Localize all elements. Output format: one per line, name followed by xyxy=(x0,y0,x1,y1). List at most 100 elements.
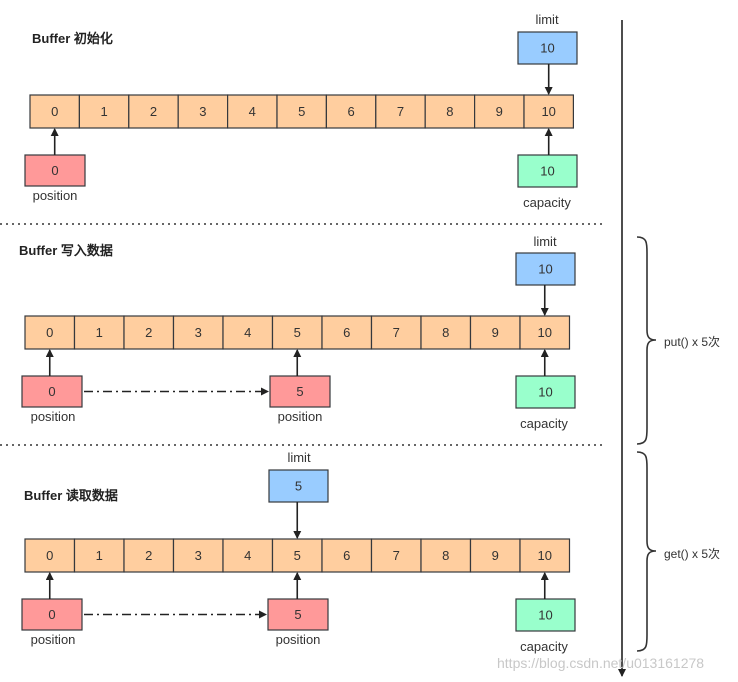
section-3-cell-6-value: 6 xyxy=(343,548,350,563)
section-2-position-start-box xyxy=(21,375,83,408)
section-3-cell-2 xyxy=(123,538,175,573)
section-2-title: Buffer 写入数据 xyxy=(19,243,113,258)
section-1-cell-2-value: 2 xyxy=(150,104,157,119)
section-1-cell-10 xyxy=(523,94,575,129)
section-3-cell-9-value: 9 xyxy=(492,548,499,563)
section-2-position-end-label: position xyxy=(277,409,323,424)
section-3-cell-1-value: 1 xyxy=(96,548,103,563)
get-brace xyxy=(636,451,657,652)
section-1-cell-10-value: 10 xyxy=(541,104,555,119)
section-1-limit-label: limit xyxy=(535,12,559,27)
section-1-cell-3-value: 3 xyxy=(199,104,206,119)
section-3-capacity-label: capacity xyxy=(520,639,568,654)
section-3-position-end-label: position xyxy=(275,632,321,647)
section-1-cell-4-value: 4 xyxy=(249,104,256,119)
section-2-cell-2 xyxy=(123,315,175,350)
section-3-cell-8 xyxy=(420,538,472,573)
section-1-cell-8-value: 8 xyxy=(446,104,453,119)
section-2-limit-box-value: 10 xyxy=(538,262,552,277)
section-2-cell-5-value: 5 xyxy=(294,325,301,340)
section-1-capacity-box-value: 10 xyxy=(540,164,554,179)
section-3-cell-3-value: 3 xyxy=(195,548,202,563)
put-brace xyxy=(636,236,657,445)
section-2-cell-6-value: 6 xyxy=(343,325,350,340)
section-3-cell-7-value: 7 xyxy=(393,548,400,563)
section-2-cell-2-value: 2 xyxy=(145,325,152,340)
section-2-cell-9 xyxy=(469,315,521,350)
section-1-limit-box xyxy=(517,31,578,65)
section-2-cell-8-value: 8 xyxy=(442,325,449,340)
section-3-limit-box-value: 5 xyxy=(295,479,302,494)
section-2-cell-6 xyxy=(321,315,373,350)
section-1-limit-box-value: 10 xyxy=(540,41,554,56)
section-3-position-end-box-value: 5 xyxy=(294,607,301,622)
section-3-cell-8-value: 8 xyxy=(442,548,449,563)
section-1-cell-1 xyxy=(78,94,130,129)
section-1-position-start-box-value: 0 xyxy=(51,163,58,178)
get-operation-label: get() x 5次 xyxy=(664,547,721,561)
section-2-position-end-box xyxy=(269,375,331,408)
section-2-cell-4 xyxy=(222,315,274,350)
section-2-cell-4-value: 4 xyxy=(244,325,251,340)
section-3-cell-2-value: 2 xyxy=(145,548,152,563)
section-1-cell-9-value: 9 xyxy=(496,104,503,119)
section-2-cell-10-value: 10 xyxy=(538,325,552,340)
section-2-capacity-box xyxy=(515,375,576,409)
section-1-cell-6-value: 6 xyxy=(347,104,354,119)
section-1-cell-7 xyxy=(375,94,426,129)
section-2-cell-0-value: 0 xyxy=(46,325,53,340)
section-1-cell-5 xyxy=(276,94,328,129)
section-1-cell-2 xyxy=(128,94,179,129)
section-3-cell-5-value: 5 xyxy=(294,548,301,563)
section-2-cell-10 xyxy=(519,315,571,350)
section-2-position-end-box-value: 5 xyxy=(296,384,303,399)
section-3-cell-0-value: 0 xyxy=(46,548,53,563)
section-3-cell-4-value: 4 xyxy=(244,548,251,563)
section-3-cell-4 xyxy=(222,538,274,573)
section-3-position-start-box xyxy=(21,598,83,631)
section-2-cell-7-value: 7 xyxy=(393,325,400,340)
section-3-position-end-box xyxy=(267,598,329,631)
section-1-cell-1-value: 1 xyxy=(100,104,107,119)
section-1-cell-4 xyxy=(227,94,278,129)
section-2-position-start-box-value: 0 xyxy=(48,384,55,399)
section-2-position-start-label: position xyxy=(30,409,76,424)
section-2-cell-3 xyxy=(172,315,224,350)
section-3-position-start-box-value: 0 xyxy=(48,607,55,622)
section-2-capacity-box-value: 10 xyxy=(538,385,552,400)
section-2-capacity-label: capacity xyxy=(520,416,568,431)
section-1-title: Buffer 初始化 xyxy=(32,31,113,46)
section-3-cell-6 xyxy=(321,538,373,573)
section-2-limit-box xyxy=(515,252,576,286)
section-3-limit-label: limit xyxy=(287,450,311,465)
section-1-cell-0 xyxy=(29,94,81,129)
section-1-capacity-box xyxy=(517,154,578,188)
section-1-position-start-box xyxy=(24,154,86,187)
put-operation-label: put() x 5次 xyxy=(664,335,721,349)
section-1-capacity-label: capacity xyxy=(523,195,571,210)
section-2-limit-label: limit xyxy=(533,234,557,249)
section-1-cell-6 xyxy=(325,94,377,129)
section-1-position-label: position xyxy=(32,188,78,203)
section-1-cell-8 xyxy=(424,94,476,129)
section-3-cell-10 xyxy=(519,538,571,573)
section-2-cell-7 xyxy=(370,315,422,350)
section-3-title: Buffer 读取数据 xyxy=(24,488,118,503)
section-3-position-start-label: position xyxy=(30,632,76,647)
section-1-cell-5-value: 5 xyxy=(298,104,305,119)
section-3-capacity-box-value: 10 xyxy=(538,608,552,623)
section-2-cell-8 xyxy=(420,315,472,350)
section-3-limit-box xyxy=(268,469,329,503)
section-3-cell-7 xyxy=(370,538,422,573)
section-1-cell-0-value: 0 xyxy=(51,104,58,119)
section-2-cell-0 xyxy=(24,315,76,350)
section-2-cell-1 xyxy=(73,315,125,350)
section-1-cell-7-value: 7 xyxy=(397,104,404,119)
section-1-cell-9 xyxy=(474,94,525,129)
section-2-cell-1-value: 1 xyxy=(96,325,103,340)
section-2-cell-9-value: 9 xyxy=(492,325,499,340)
section-2-cell-3-value: 3 xyxy=(195,325,202,340)
watermark: https://blog.csdn.net/u013161278 xyxy=(497,655,705,671)
section-3-cell-10-value: 10 xyxy=(538,548,552,563)
